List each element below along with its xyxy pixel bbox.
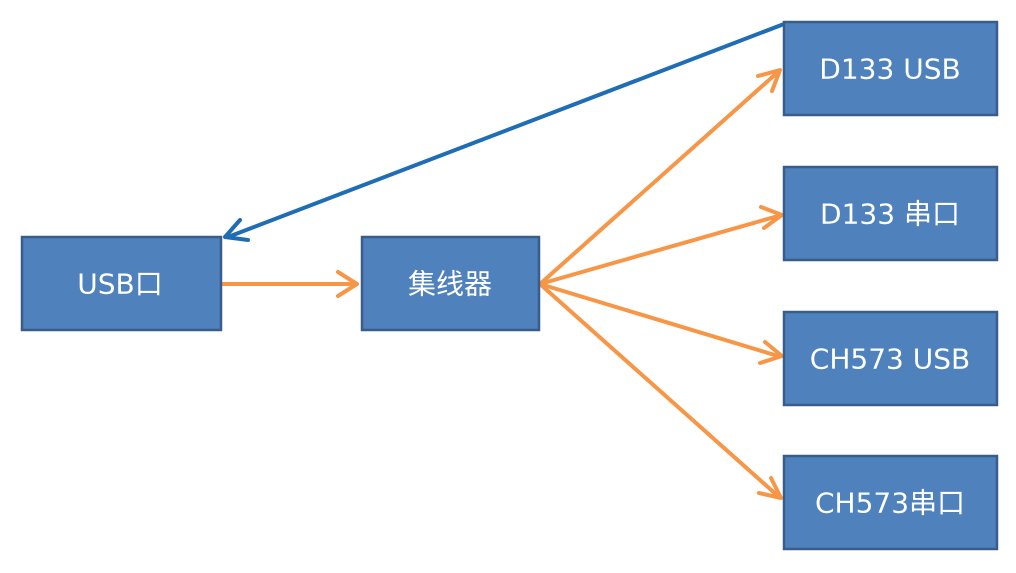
edge-usb-port-to-hub (220, 270, 359, 298)
node-d133-usb: D133 USB (782, 20, 999, 117)
node-ch573-serial: CH573串口 (782, 454, 999, 551)
node-ch573-usb: CH573 USB (782, 310, 999, 407)
node-label-ch573-usb: CH573 USB (810, 343, 970, 376)
node-label-usb-port: USB口 (77, 268, 162, 301)
node-usb-port: USB口 (20, 235, 223, 332)
node-d133-serial: D133 串口 (782, 165, 999, 262)
edge-hub-to-ch573-usb (538, 282, 784, 365)
node-hub: 集线器 (360, 235, 541, 332)
node-label-d133-serial: D133 串口 (820, 198, 960, 231)
node-label-hub: 集线器 (408, 268, 492, 301)
node-label-ch573-serial: CH573串口 (815, 487, 965, 520)
edges (220, 22, 786, 500)
edge-d133-usb-to-usb-port (223, 22, 786, 242)
node-label-d133-usb: D133 USB (819, 53, 960, 86)
edge-hub-to-d133-usb (538, 68, 782, 286)
edge-hub-to-d133-serial (538, 205, 784, 286)
edge-hub-to-ch573-serial (538, 282, 783, 500)
